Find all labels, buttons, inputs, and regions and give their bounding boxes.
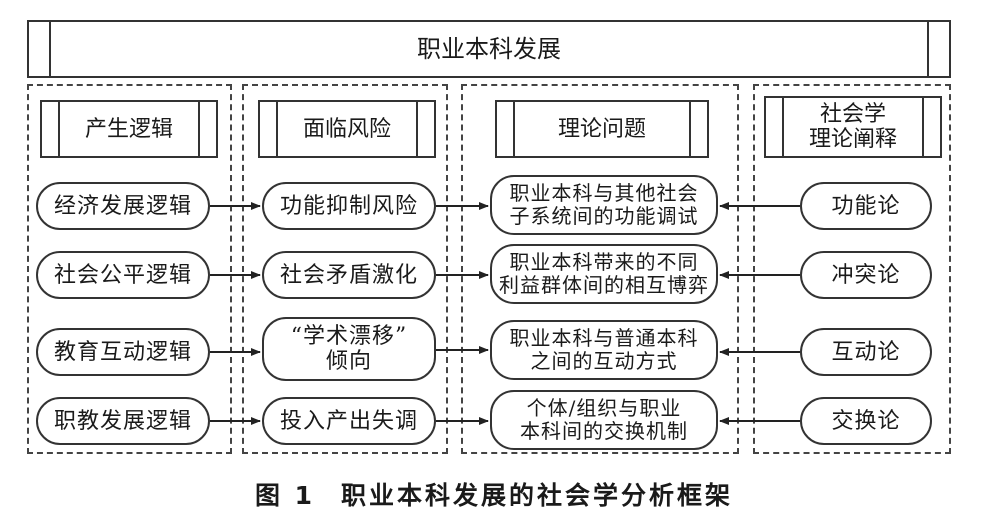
issue-item: 职业本科与其他社会 子系统间的功能调试 [490, 175, 718, 235]
header-issues: 理论问题 [495, 100, 709, 158]
theory-item: 交换论 [800, 397, 932, 445]
logic-item: 职教发展逻辑 [36, 397, 210, 445]
logic-item-label: 经济发展逻辑 [53, 193, 192, 219]
figure-caption: 图 1 职业本科发展的社会学分析框架 [0, 476, 988, 512]
top-title: 职业本科发展 [417, 35, 561, 63]
theory-item-label: 互动论 [831, 339, 901, 365]
theory-item: 冲突论 [800, 251, 932, 299]
column-risk-container [242, 84, 448, 454]
risk-item: 投入产出失调 [262, 397, 436, 445]
figure-label: 图 1 [254, 481, 316, 510]
risk-item-label: 功能抑制风险 [279, 193, 418, 219]
logic-item: 经济发展逻辑 [36, 182, 210, 230]
logic-item: 教育互动逻辑 [36, 328, 210, 376]
column-theory-container [753, 84, 951, 454]
header-risk-label: 面临风险 [302, 116, 391, 142]
risk-item-label: “学术漂移” 倾向 [290, 324, 408, 374]
theory-item-label: 交换论 [831, 408, 901, 434]
risk-item: “学术漂移” 倾向 [262, 317, 436, 381]
risk-item-label: 投入产出失调 [279, 408, 418, 434]
issue-item: 职业本科带来的不同 利益群体间的相互博弈 [490, 244, 718, 304]
logic-item-label: 社会公平逻辑 [53, 262, 192, 288]
top-title-box: 职业本科发展 [27, 20, 951, 78]
logic-item-label: 教育互动逻辑 [53, 339, 192, 365]
issue-item-label: 个体/组织与职业 本科间的交换机制 [520, 396, 688, 443]
issue-item-label: 职业本科带来的不同 利益群体间的相互博弈 [499, 250, 709, 297]
figure-title: 职业本科发展的社会学分析框架 [341, 481, 734, 510]
risk-item: 功能抑制风险 [262, 182, 436, 230]
risk-item: 社会矛盾激化 [262, 251, 436, 299]
column-logic-container [27, 84, 232, 454]
header-logic-label: 产生逻辑 [84, 116, 173, 142]
issue-item: 个体/组织与职业 本科间的交换机制 [490, 390, 718, 450]
header-issues-label: 理论问题 [557, 116, 646, 142]
header-logic: 产生逻辑 [40, 100, 218, 158]
column-issues-container [461, 84, 739, 454]
theory-item: 功能论 [800, 182, 932, 230]
risk-item-label: 社会矛盾激化 [279, 262, 418, 288]
issue-item-label: 职业本科与其他社会 子系统间的功能调试 [509, 181, 699, 228]
theory-item-label: 功能论 [831, 193, 901, 219]
logic-item: 社会公平逻辑 [36, 251, 210, 299]
theory-item: 互动论 [800, 328, 932, 376]
header-risk: 面临风险 [258, 100, 436, 158]
logic-item-label: 职教发展逻辑 [53, 408, 192, 434]
issue-item: 职业本科与普通本科 之间的互动方式 [490, 320, 718, 380]
issue-item-label: 职业本科与普通本科 之间的互动方式 [509, 326, 699, 373]
header-theory: 社会学 理论阐释 [764, 96, 942, 158]
header-theory-label: 社会学 理论阐释 [808, 102, 897, 152]
theory-item-label: 冲突论 [831, 262, 901, 288]
